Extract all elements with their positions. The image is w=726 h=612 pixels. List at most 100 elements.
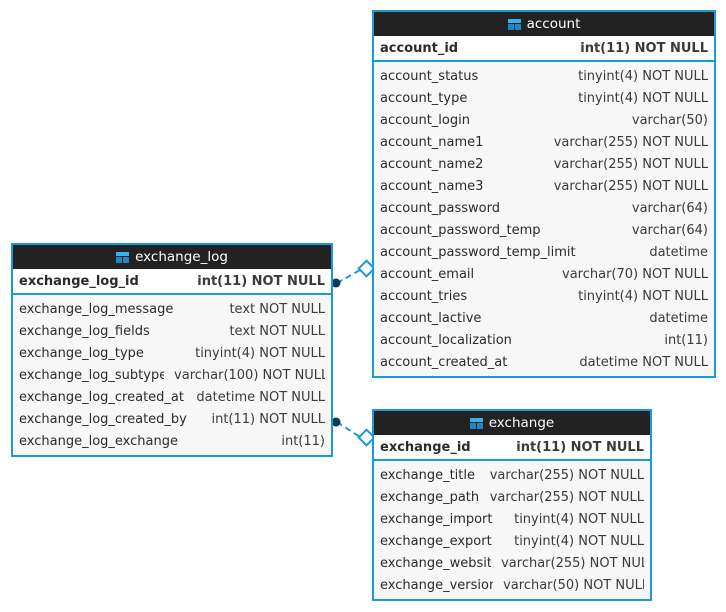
- column-name: account_type: [380, 90, 468, 106]
- column-row[interactable]: exchange_log_subtype varchar(100) NOT NUL…: [13, 364, 331, 386]
- column-name: account_id: [380, 40, 459, 56]
- column-type: int(11) NOT NULL: [580, 40, 708, 56]
- column-type: tinyint(4) NOT NULL: [195, 345, 325, 361]
- column-row[interactable]: account_type tinyint(4) NOT NULL: [374, 87, 714, 109]
- column-name: exchange_website: [380, 555, 492, 571]
- entity-exchange-header: exchange: [374, 411, 650, 435]
- column-row[interactable]: account_password_temp varchar(64): [374, 219, 714, 241]
- column-name: exchange_version: [380, 577, 494, 593]
- entity-exchange-title: exchange: [488, 415, 555, 431]
- column-type: tinyint(4) NOT NULL: [514, 533, 644, 549]
- relationship-line: [336, 421, 361, 438]
- column-name: exchange_log_exchange: [19, 433, 178, 449]
- entity-exchange[interactable]: exchange exchange_id int(11) NOT NULL ex…: [372, 409, 652, 601]
- column-type: varchar(64): [631, 200, 708, 216]
- column-name: exchange_id: [380, 439, 471, 455]
- column-row[interactable]: exchange_version varchar(50) NOT NULL: [374, 574, 650, 596]
- column-row[interactable]: exchange_log_created_at datetime NOT NULL: [13, 386, 331, 408]
- column-row[interactable]: account_localization int(11): [374, 329, 714, 351]
- entity-account-columns: account_status tinyint(4) NOT NULL accoun…: [374, 62, 714, 376]
- column-type: varchar(255) NOT NULL: [489, 467, 644, 483]
- column-type: varchar(255) NOT NULL: [489, 489, 644, 505]
- column-name: account_name3: [380, 178, 484, 194]
- column-row[interactable]: account_password_temp_limit datetime: [374, 241, 714, 263]
- column-type: tinyint(4) NOT NULL: [578, 90, 708, 106]
- column-row-primary-key[interactable]: exchange_id int(11) NOT NULL: [374, 435, 650, 461]
- column-row[interactable]: account_name1 varchar(255) NOT NULL: [374, 131, 714, 153]
- column-type: datetime NOT NULL: [579, 354, 708, 370]
- column-name: account_created_at: [380, 354, 508, 370]
- column-name: exchange_export: [380, 533, 492, 549]
- column-row[interactable]: account_email varchar(70) NOT NULL: [374, 263, 714, 285]
- column-name: exchange_path: [380, 489, 480, 505]
- column-type: int(11): [664, 332, 708, 348]
- column-type: varchar(255) NOT NULL: [501, 555, 644, 571]
- column-type: int(11) NOT NULL: [516, 439, 644, 455]
- column-type: varchar(64): [631, 222, 708, 238]
- column-name: exchange_log_created_at: [19, 389, 184, 405]
- column-row[interactable]: account_created_at datetime NOT NULL: [374, 351, 714, 373]
- column-row[interactable]: exchange_export tinyint(4) NOT NULL: [374, 530, 650, 552]
- relationship-exchange-log-to-account[interactable]: [331, 259, 376, 288]
- table-icon: [507, 18, 521, 30]
- column-type: int(11) NOT NULL: [197, 273, 325, 289]
- column-type: datetime NOT NULL: [196, 389, 325, 405]
- column-type: int(11) NOT NULL: [211, 411, 325, 427]
- column-type: tinyint(4) NOT NULL: [578, 288, 708, 304]
- column-row[interactable]: exchange_log_exchange int(11): [13, 430, 331, 452]
- column-row[interactable]: exchange_log_type tinyint(4) NOT NULL: [13, 342, 331, 364]
- entity-exchange-log-columns: exchange_log_message text NOT NULL exchan…: [13, 295, 331, 455]
- entity-account-header: account: [374, 12, 714, 36]
- column-type: datetime: [649, 244, 708, 260]
- column-type: varchar(255) NOT NULL: [553, 156, 708, 172]
- column-name: account_password_temp: [380, 222, 541, 238]
- column-name: account_password_temp_limit: [380, 244, 576, 260]
- column-name: exchange_log_fields: [19, 323, 150, 339]
- column-type: varchar(255) NOT NULL: [553, 134, 708, 150]
- column-type: tinyint(4) NOT NULL: [578, 68, 708, 84]
- column-name: exchange_log_message: [19, 301, 174, 317]
- column-row[interactable]: exchange_path varchar(255) NOT NULL: [374, 486, 650, 508]
- column-name: account_status: [380, 68, 479, 84]
- column-name: exchange_log_id: [19, 273, 139, 289]
- column-type: datetime: [649, 310, 708, 326]
- column-row[interactable]: exchange_log_message text NOT NULL: [13, 298, 331, 320]
- relationship-exchange-log-to-exchange[interactable]: [331, 417, 376, 447]
- column-row[interactable]: account_lactive datetime: [374, 307, 714, 329]
- column-name: account_email: [380, 266, 475, 282]
- table-icon: [469, 417, 483, 429]
- column-row-primary-key[interactable]: exchange_log_id int(11) NOT NULL: [13, 269, 331, 295]
- column-row[interactable]: account_name3 varchar(255) NOT NULL: [374, 175, 714, 197]
- column-name: exchange_log_subtype: [19, 367, 165, 383]
- column-type: varchar(50) NOT NULL: [503, 577, 644, 593]
- entity-exchange-log[interactable]: exchange_log exchange_log_id int(11) NOT…: [11, 243, 333, 457]
- entity-exchange-log-header: exchange_log: [13, 245, 331, 269]
- column-type: text NOT NULL: [229, 301, 325, 317]
- column-row[interactable]: account_status tinyint(4) NOT NULL: [374, 65, 714, 87]
- column-name: account_password: [380, 200, 501, 216]
- entity-account[interactable]: account account_id int(11) NOT NULL acco…: [372, 10, 716, 378]
- column-type: int(11): [281, 433, 325, 449]
- column-type: tinyint(4) NOT NULL: [514, 511, 644, 527]
- column-type: varchar(255) NOT NULL: [553, 178, 708, 194]
- column-row[interactable]: exchange_website varchar(255) NOT NULL: [374, 552, 650, 574]
- column-type: varchar(70) NOT NULL: [562, 266, 708, 282]
- column-name: account_name1: [380, 134, 484, 150]
- column-name: account_login: [380, 112, 470, 128]
- column-type: varchar(100) NOT NULL: [174, 367, 325, 383]
- column-row-primary-key[interactable]: account_id int(11) NOT NULL: [374, 36, 714, 62]
- column-row[interactable]: account_password varchar(64): [374, 197, 714, 219]
- column-name: account_localization: [380, 332, 512, 348]
- column-name: exchange_log_type: [19, 345, 144, 361]
- column-name: account_name2: [380, 156, 484, 172]
- column-name: account_lactive: [380, 310, 482, 326]
- column-row[interactable]: account_name2 varchar(255) NOT NULL: [374, 153, 714, 175]
